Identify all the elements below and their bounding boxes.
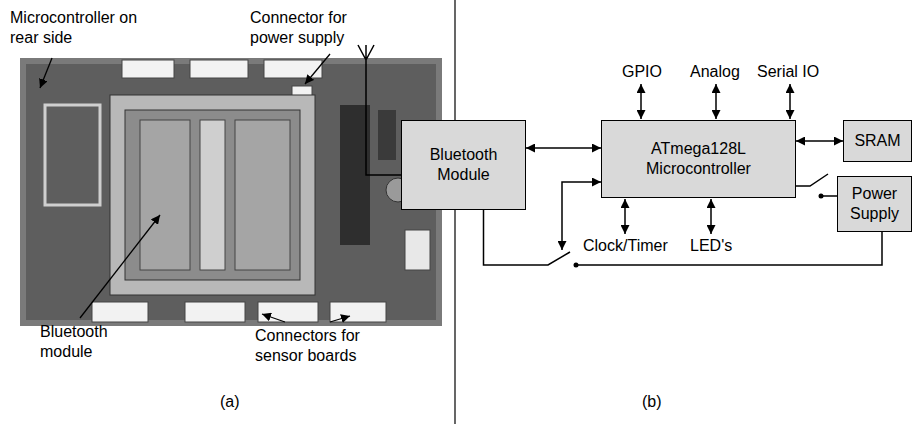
leader-line [330,316,350,322]
signal-label: Clock/Timer [583,236,668,256]
callout-label: Connector for power supply [250,8,380,48]
bluetooth-module-frame [110,95,315,295]
module-label [200,120,225,270]
bluetooth-module-can [125,110,300,280]
signal-arrow [710,199,712,234]
block-box: Bluetooth Module [401,120,526,210]
chip [378,110,396,160]
leader-line [80,215,160,318]
connector [264,60,322,78]
signal-label: LED's [690,236,732,256]
antenna-symbol [358,45,401,175]
connector-line [484,210,883,265]
antenna-trace [45,105,100,205]
leader-line [40,58,52,88]
block-label: SRAM [851,129,903,153]
block-label: ATmega128L Microcontroller [602,137,795,181]
connector [258,302,318,322]
callout-label: (b) [642,392,662,412]
block-label: Power Supply [838,182,911,226]
module-clip [140,120,190,270]
connector [92,302,148,322]
connector [190,60,248,78]
connector [122,60,174,78]
block-box: SRAM [843,120,912,162]
callout-label: Connectors for sensor boards [255,326,385,366]
callout-label: (a) [220,392,240,412]
signal-label: GPIO [622,62,662,82]
connector [405,230,430,270]
panel-divider [454,0,455,424]
leader-lines [40,54,350,322]
signal-label: Analog [690,62,740,82]
connector [185,302,245,322]
module-clip [235,120,290,270]
block-box: ATmega128L Microcontroller [601,120,796,198]
signal-arrow [624,199,626,234]
signal-label: Serial IO [757,62,819,82]
callout-label: Bluetooth module [40,322,125,362]
signal-arrow [640,84,642,119]
connector-line [796,174,837,196]
callout-label: Microcontroller on rear side [10,8,140,48]
leader-line [305,54,330,84]
board-photo [20,58,442,326]
block-label: Bluetooth Module [402,143,525,187]
connector-line [796,140,843,142]
block-box: Power Supply [837,176,912,232]
pcb-surface [26,64,436,320]
connector [330,302,386,322]
signal-arrow [715,84,717,119]
leader-line [262,314,285,322]
signal-arrow [789,84,791,119]
pcb-board [20,58,442,326]
connector-line [526,147,601,149]
